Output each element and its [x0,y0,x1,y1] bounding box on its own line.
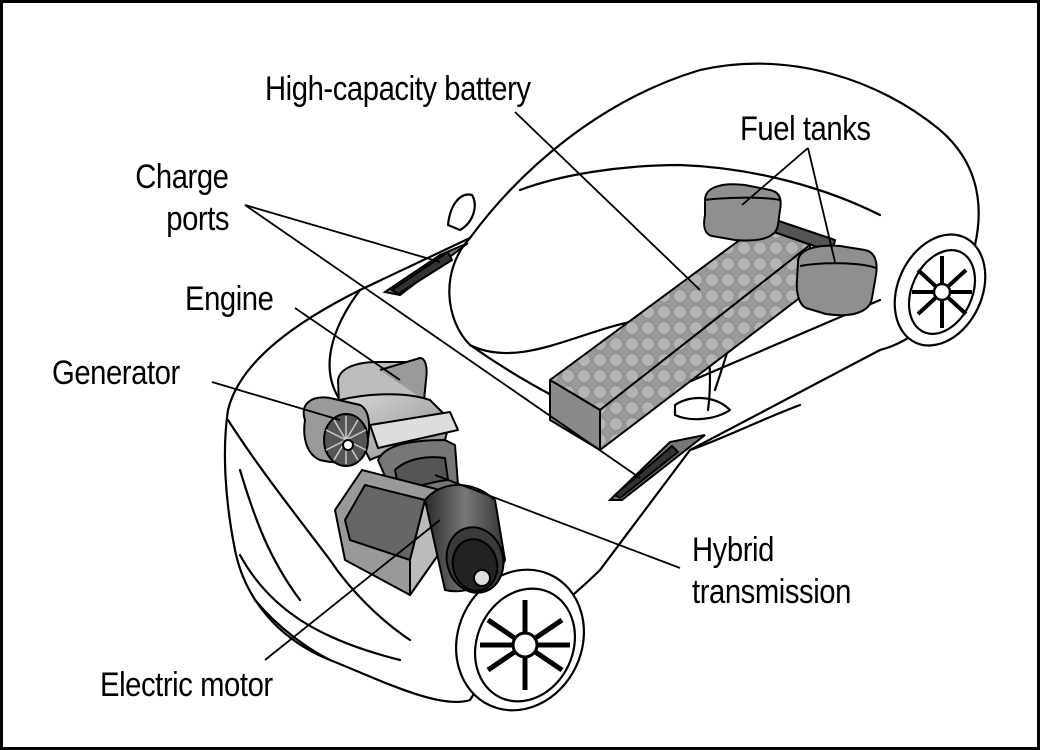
label-engine: Engine [185,280,274,318]
leader-lines [211,111,836,661]
leader-charge-lower [244,204,641,479]
leader-engine [294,307,401,381]
label-generator: Generator [52,354,180,392]
charge-port-upper [382,242,469,297]
battery-pack [549,224,811,451]
rear-wheel [893,233,987,347]
leader-fuel-upper [741,147,809,206]
leader-charge-upper [244,204,441,263]
electric-motor [334,469,506,596]
label-fuel-tanks: Fuel tanks [740,110,871,148]
leader-motor [264,519,441,661]
front-wheel [454,568,586,712]
label-charge-ports-line2: ports [166,200,229,238]
label-electric-motor: Electric motor [100,666,273,704]
fuel-tanks [703,183,878,317]
label-hybrid-line1: Hybrid [692,531,774,569]
generator [302,396,371,467]
label-hybrid-line2: transmission [692,573,851,611]
leader-battery [514,111,701,291]
charge-port-lower [607,434,706,501]
leader-hybrid [434,474,681,569]
leader-generator [211,381,341,421]
leader-fuel-lower [807,147,836,263]
label-battery: High-capacity battery [265,70,531,108]
label-charge-ports-line1: Charge [135,158,230,196]
